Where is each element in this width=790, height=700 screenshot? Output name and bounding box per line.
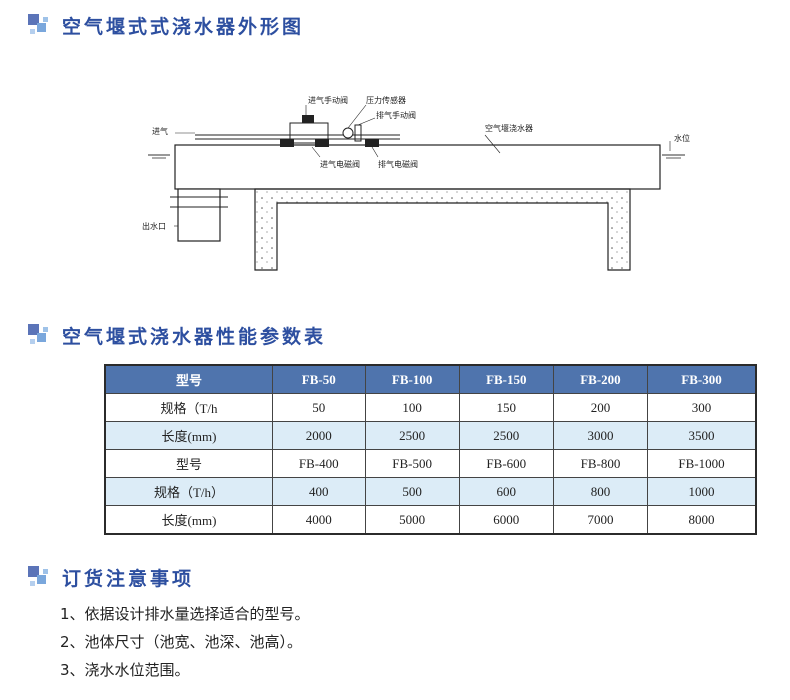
parameter-table: 型号 FB-50 FB-100 FB-150 FB-200 FB-300 规格（… — [104, 364, 757, 535]
header-cell: FB-50 — [272, 364, 366, 394]
order-notes-list: 1、依据设计排水量选择适合的型号。 2、池体尺寸（池宽、池深、池高）。 3、浇水… — [60, 600, 310, 684]
table-cell: 600 — [458, 477, 554, 506]
device-diagram: 进气手动阀 压力传感器 排气手动阀 进气 空气堰浇水器 水位 进气电磁阀 排气电… — [140, 85, 700, 285]
header-cell: 型号 — [104, 364, 273, 394]
table-row: 型号 FB-400 FB-500 FB-600 FB-800 FB-1000 — [104, 449, 757, 478]
table-cell: 800 — [552, 477, 649, 506]
label-intake-manual-valve: 进气手动阀 — [308, 95, 348, 105]
header-cell: FB-150 — [458, 364, 554, 394]
table-row: 长度(mm) 4000 5000 6000 7000 8000 — [104, 505, 757, 535]
table-row: 长度(mm) 2000 2500 2500 3000 3500 — [104, 421, 757, 450]
section-header-table: 空气堰式浇水器性能参数表 — [28, 320, 326, 350]
table-cell: 长度(mm) — [104, 505, 273, 535]
section-title: 空气堰式浇水器性能参数表 — [62, 325, 327, 348]
header-cell: FB-300 — [647, 364, 757, 394]
section-header-order-notes: 订货注意事项 — [28, 562, 194, 592]
table-cell: 3500 — [647, 421, 757, 450]
table-cell: 7000 — [552, 505, 649, 535]
table-cell: 2000 — [272, 421, 366, 450]
device-drawing: 进气手动阀 压力传感器 排气手动阀 进气 空气堰浇水器 水位 进气电磁阀 排气电… — [142, 95, 690, 271]
label-intake: 进气 — [152, 126, 168, 136]
list-item: 1、依据设计排水量选择适合的型号。 — [60, 605, 310, 623]
table-cell: FB-1000 — [647, 449, 757, 478]
label-outlet: 出水口 — [142, 221, 166, 231]
header-cell: FB-100 — [364, 364, 460, 394]
table-cell: 规格（T/h — [104, 393, 273, 422]
section-title: 空气堰式式浇水器外形图 — [62, 15, 305, 38]
table-cell: 2500 — [364, 421, 460, 450]
table-row: 规格（T/h 50 100 150 200 300 — [104, 393, 757, 422]
table-cell: 400 — [272, 477, 366, 506]
table-cell: 200 — [552, 393, 649, 422]
header-cell: FB-200 — [552, 364, 649, 394]
list-item: 3、浇水水位范围。 — [60, 661, 190, 679]
table-cell: FB-400 — [272, 449, 366, 478]
section-title: 订货注意事项 — [62, 567, 195, 590]
table-cell: FB-800 — [552, 449, 649, 478]
label-exhaust-solenoid-valve: 排气电磁阀 — [378, 159, 418, 169]
table-cell: 500 — [364, 477, 460, 506]
label-exhaust-manual-valve: 排气手动阀 — [376, 110, 416, 120]
squares-icon — [28, 324, 50, 346]
table-cell: 3000 — [552, 421, 649, 450]
table-cell: 长度(mm) — [104, 421, 273, 450]
squares-icon — [28, 14, 50, 36]
label-device: 空气堰浇水器 — [485, 123, 533, 133]
table-cell: 2500 — [458, 421, 554, 450]
label-intake-solenoid-valve: 进气电磁阀 — [320, 159, 360, 169]
table-cell: 100 — [364, 393, 460, 422]
section-header-diagram: 空气堰式式浇水器外形图 — [28, 10, 304, 40]
table-cell: 规格（T/h） — [104, 477, 273, 506]
table-cell: 型号 — [104, 449, 273, 478]
table-header-row: 型号 FB-50 FB-100 FB-150 FB-200 FB-300 — [104, 364, 757, 394]
table-cell: 6000 — [458, 505, 554, 535]
squares-icon — [28, 566, 50, 588]
label-water-level: 水位 — [674, 133, 690, 143]
table-cell: 4000 — [272, 505, 366, 535]
table-cell: FB-500 — [364, 449, 460, 478]
label-pressure-sensor: 压力传感器 — [366, 95, 406, 105]
table-cell: 1000 — [647, 477, 757, 506]
table-cell: 5000 — [364, 505, 460, 535]
table-row: 规格（T/h） 400 500 600 800 1000 — [104, 477, 757, 506]
table-cell: 50 — [272, 393, 366, 422]
list-item: 2、池体尺寸（池宽、池深、池高）。 — [60, 633, 303, 651]
table-cell: FB-600 — [458, 449, 554, 478]
table-cell: 150 — [458, 393, 554, 422]
table-cell: 8000 — [647, 505, 757, 535]
table-cell: 300 — [647, 393, 757, 422]
